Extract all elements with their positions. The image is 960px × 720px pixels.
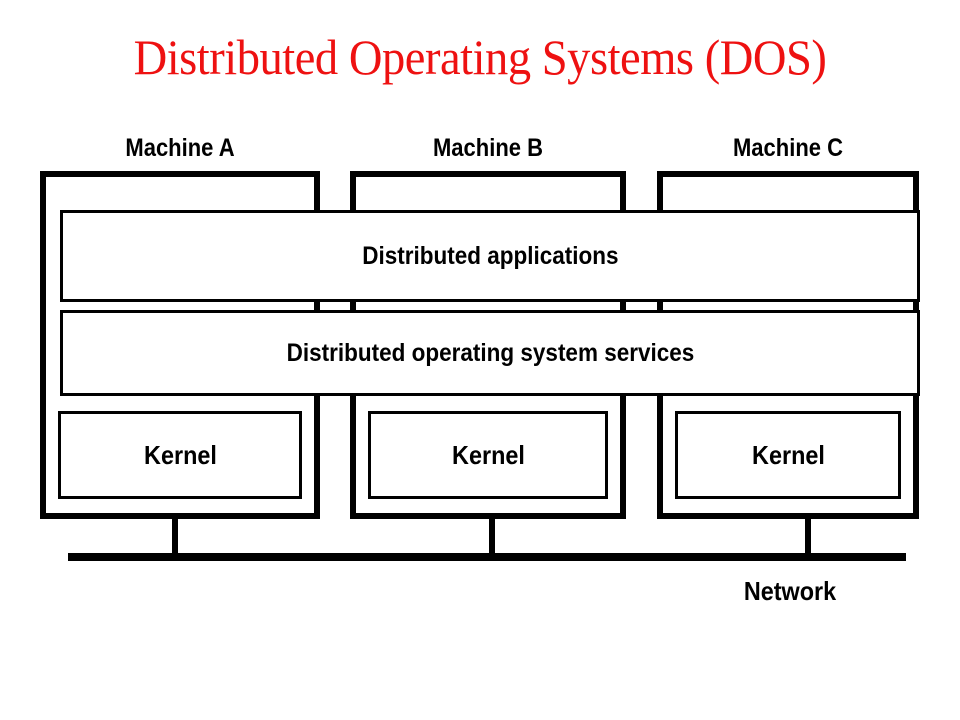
machine-label-a: Machine A (125, 134, 235, 162)
distributed-os-services-box: Distributed operating system services (60, 310, 920, 396)
network-label: Network (743, 576, 837, 606)
distributed-applications-box: Distributed applications (60, 210, 920, 302)
kernel-box-a: Kernel (58, 411, 302, 499)
distributed-os-services-label: Distributed operating system services (286, 339, 694, 367)
kernel-box-c: Kernel (675, 411, 901, 499)
machine-label-b: Machine B (432, 134, 544, 162)
network-drop-line-c (805, 517, 811, 559)
page-title: Distributed Operating Systems (DOS) (133, 29, 827, 85)
kernel-label-b: Kernel (451, 440, 525, 470)
network-drop-line-b (489, 517, 495, 559)
network-drop-line-a (172, 517, 178, 559)
kernel-label-c: Kernel (751, 440, 825, 470)
distributed-applications-label: Distributed applications (361, 242, 619, 270)
kernel-label-a: Kernel (143, 440, 217, 470)
machine-label-c: Machine C (732, 134, 844, 162)
network-bus-line (68, 553, 906, 561)
kernel-box-b: Kernel (368, 411, 608, 499)
